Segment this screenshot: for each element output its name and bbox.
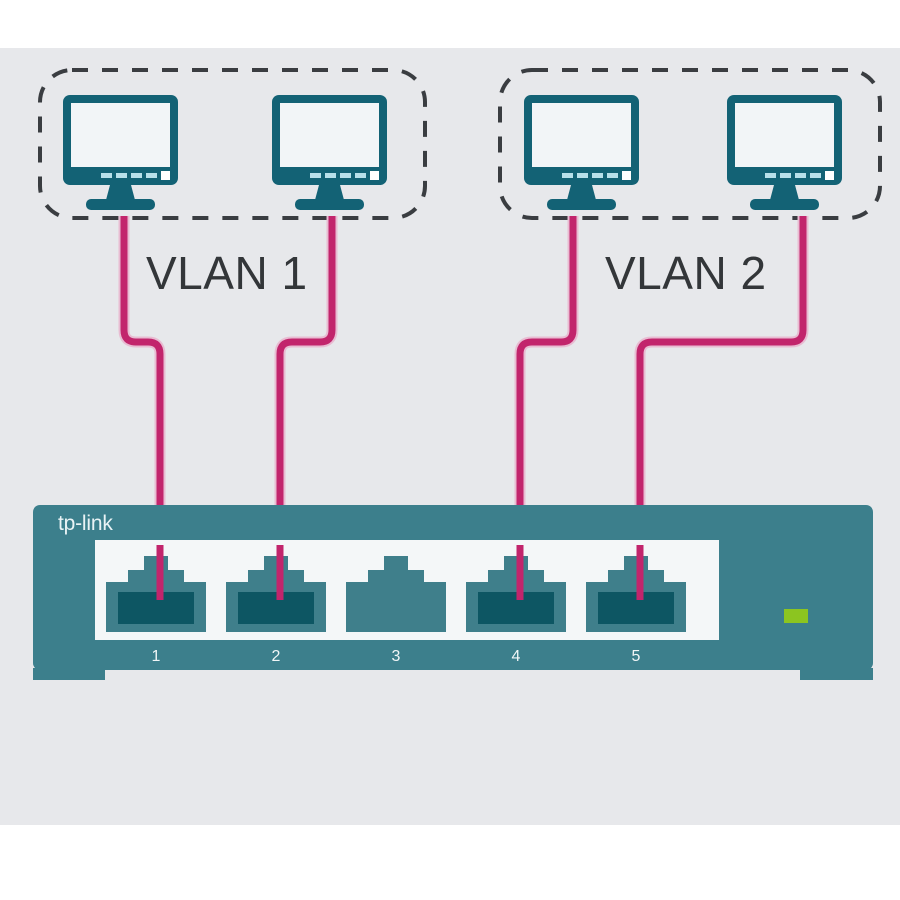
cable-pc1-port1[interactable] — [120, 216, 164, 600]
cable-pc4-port5[interactable] — [636, 216, 807, 600]
computer-vlan2-b[interactable] — [727, 95, 842, 210]
vlan-2-boundary — [498, 68, 882, 220]
vlan-1-boundary — [38, 68, 427, 220]
cable-tip-layer — [156, 545, 644, 600]
vlan-group-2 — [498, 68, 882, 220]
vlan-1-label: VLAN 1 — [146, 247, 308, 299]
port-number-5: 5 — [631, 648, 641, 665]
switch-brand-logo: tp-link — [58, 512, 113, 535]
cable-layer — [118, 216, 809, 600]
cable-pc2-port2[interactable] — [276, 216, 336, 600]
port-number-4: 4 — [511, 648, 521, 665]
cable-pc3-port4[interactable] — [516, 216, 577, 600]
computer-vlan1-a[interactable] — [63, 95, 178, 210]
port-number-2: 2 — [271, 648, 281, 665]
port-number-1: 1 — [151, 648, 161, 665]
computer-vlan1-b[interactable] — [272, 95, 387, 210]
computer-vlan2-a[interactable] — [524, 95, 639, 210]
port-number-3: 3 — [391, 648, 401, 665]
switch-foot-left — [33, 668, 105, 680]
vlan-2-label: VLAN 2 — [605, 247, 767, 299]
switch-foot-right — [800, 668, 873, 680]
status-led-icon — [784, 609, 808, 623]
vlan-group-1 — [38, 68, 427, 220]
network-switch[interactable] — [33, 505, 873, 680]
